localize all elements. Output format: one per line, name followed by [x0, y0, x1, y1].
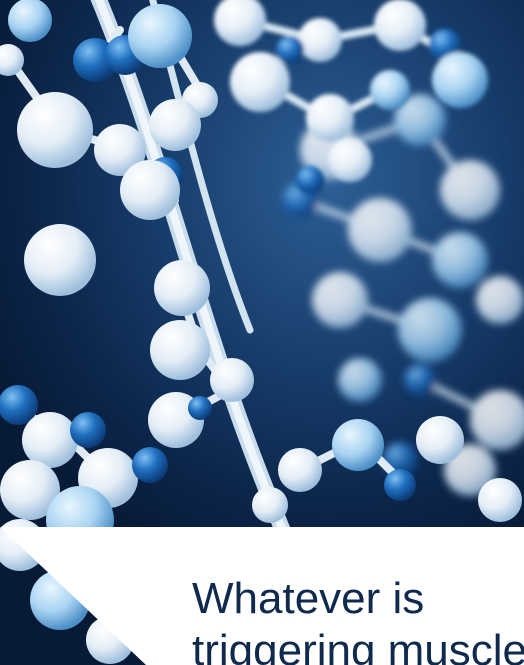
caption-heading: Whatever is triggering muscle [192, 573, 524, 665]
caption-card: Whatever is triggering muscle [146, 527, 524, 665]
caption-line-2: triggering muscle [192, 626, 524, 665]
caption-line-1: Whatever is [192, 574, 425, 623]
